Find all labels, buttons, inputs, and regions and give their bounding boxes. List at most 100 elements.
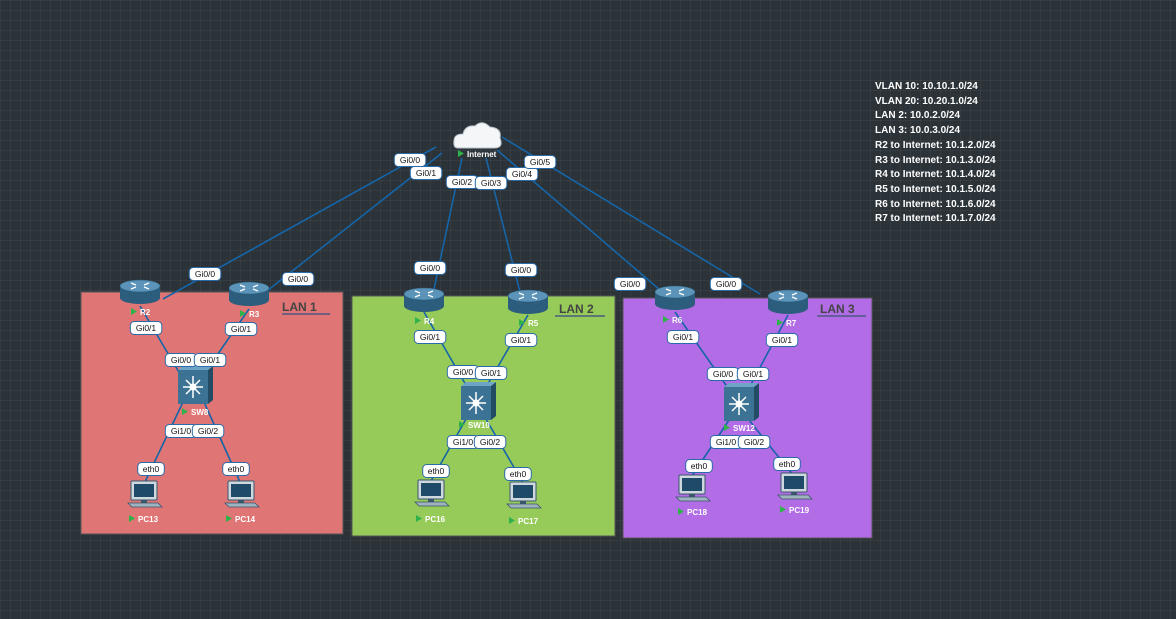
device-label: PC16 (425, 515, 446, 524)
play-icon[interactable] (226, 515, 232, 522)
port-label-text: Gi0/1 (200, 355, 221, 365)
play-icon[interactable] (663, 316, 669, 323)
play-icon[interactable] (777, 319, 783, 326)
port-label[interactable]: Gi0/0 (446, 365, 480, 379)
port-label[interactable]: Gi0/1 (736, 367, 770, 381)
play-icon[interactable] (780, 506, 786, 513)
node-pc14[interactable]: PC14 (224, 480, 260, 524)
port-label[interactable]: Gi0/0 (393, 153, 427, 167)
port-label[interactable]: Gi0/0 (709, 277, 743, 291)
node-r4[interactable]: R4 (403, 287, 445, 326)
port-label[interactable]: Gi0/2 (473, 435, 507, 449)
play-icon[interactable] (519, 319, 525, 326)
router-icon[interactable] (119, 279, 161, 304)
node-internet[interactable]: Internet (453, 122, 502, 159)
computer-icon[interactable] (777, 472, 813, 500)
port-label[interactable]: Gi0/1 (474, 366, 508, 380)
node-r2[interactable]: R2 (119, 279, 161, 317)
play-icon[interactable] (458, 150, 464, 157)
node-sw8[interactable]: SW8 (178, 366, 213, 417)
device-label: R5 (528, 319, 539, 328)
port-label[interactable]: Gi0/0 (281, 272, 315, 286)
node-r3[interactable]: R3 (228, 281, 270, 319)
node-r7[interactable]: R7 (767, 289, 809, 328)
port-label[interactable]: eth0 (773, 457, 801, 471)
device-label: SW10 (468, 421, 490, 430)
node-r6[interactable]: R6 (654, 285, 696, 325)
play-icon[interactable] (129, 515, 135, 522)
port-label[interactable]: Gi0/1 (193, 353, 227, 367)
computer-icon[interactable] (224, 480, 260, 508)
node-sw12[interactable]: SW12 (724, 383, 759, 433)
port-label[interactable]: Gi0/5 (523, 155, 557, 169)
node-pc18[interactable]: PC18 (675, 474, 711, 517)
port-label[interactable]: Gi0/0 (164, 353, 198, 367)
play-icon[interactable] (415, 317, 421, 324)
port-label[interactable]: Gi0/0 (188, 267, 222, 281)
node-pc13[interactable]: PC13 (127, 480, 163, 524)
cloud-icon[interactable] (453, 122, 502, 149)
port-label[interactable]: Gi0/0 (706, 367, 740, 381)
port-label[interactable]: Gi0/0 (504, 263, 538, 277)
port-label[interactable]: eth0 (504, 467, 532, 481)
port-label-text: Gi0/2 (198, 426, 219, 436)
node-pc16[interactable]: PC16 (414, 479, 450, 524)
port-label[interactable]: eth0 (422, 464, 450, 478)
port-label[interactable]: Gi0/0 (613, 277, 647, 291)
router-icon[interactable] (507, 289, 549, 314)
switch-icon[interactable] (724, 383, 759, 421)
keyboard (224, 502, 260, 508)
port-label[interactable]: Gi0/2 (191, 424, 225, 438)
play-icon[interactable] (678, 508, 684, 515)
port-label[interactable]: eth0 (137, 462, 165, 476)
port-label-box (504, 263, 538, 277)
port-label[interactable]: Gi0/0 (413, 261, 447, 275)
play-icon[interactable] (131, 308, 137, 315)
port-label[interactable]: Gi0/1 (409, 166, 443, 180)
port-label[interactable]: Gi1/0 (709, 435, 743, 449)
computer-icon[interactable] (506, 481, 542, 509)
router-icon[interactable] (228, 281, 270, 306)
play-icon[interactable] (182, 408, 188, 415)
play-icon[interactable] (459, 421, 465, 428)
port-label[interactable]: Gi0/3 (474, 176, 508, 190)
switch-side (754, 383, 759, 421)
port-label[interactable]: Gi0/1 (224, 322, 258, 336)
port-label-text: Gi0/1 (231, 324, 252, 334)
switch-icon[interactable] (461, 382, 496, 420)
port-label[interactable]: Gi0/2 (737, 435, 771, 449)
router-icon[interactable] (767, 289, 809, 314)
switch-icon[interactable] (178, 366, 213, 404)
computer-icon[interactable] (127, 480, 163, 508)
port-label[interactable]: Gi0/1 (129, 321, 163, 335)
info-line: R4 to Internet: 10.1.4.0/24 (875, 169, 996, 181)
node-r5[interactable]: R5 (507, 289, 549, 328)
port-label[interactable]: Gi0/2 (445, 175, 479, 189)
port-label-box (666, 330, 700, 344)
port-label[interactable]: Gi0/1 (666, 330, 700, 344)
port-label[interactable]: Gi0/1 (413, 330, 447, 344)
port-label[interactable]: Gi0/1 (504, 333, 538, 347)
port-label-box (709, 277, 743, 291)
port-label[interactable]: eth0 (222, 462, 250, 476)
play-icon[interactable] (240, 310, 246, 317)
play-icon[interactable] (509, 517, 515, 524)
port-label[interactable]: Gi0/4 (505, 167, 539, 181)
monitor-screen (134, 484, 154, 497)
port-label-text: Gi0/1 (136, 323, 157, 333)
monitor-stand (791, 492, 797, 495)
router-icon[interactable] (403, 287, 445, 312)
play-icon[interactable] (724, 424, 730, 431)
computer-icon[interactable] (414, 479, 450, 507)
node-pc19[interactable]: PC19 (777, 472, 813, 515)
port-label-text: Gi0/0 (288, 274, 309, 284)
node-sw10[interactable]: SW10 (459, 382, 496, 430)
port-label[interactable]: Gi0/1 (765, 333, 799, 347)
port-label[interactable]: eth0 (685, 459, 713, 473)
play-icon[interactable] (416, 515, 422, 522)
router-top (403, 287, 445, 301)
computer-icon[interactable] (675, 474, 711, 502)
node-pc17[interactable]: PC17 (506, 481, 542, 526)
router-icon[interactable] (654, 285, 696, 310)
